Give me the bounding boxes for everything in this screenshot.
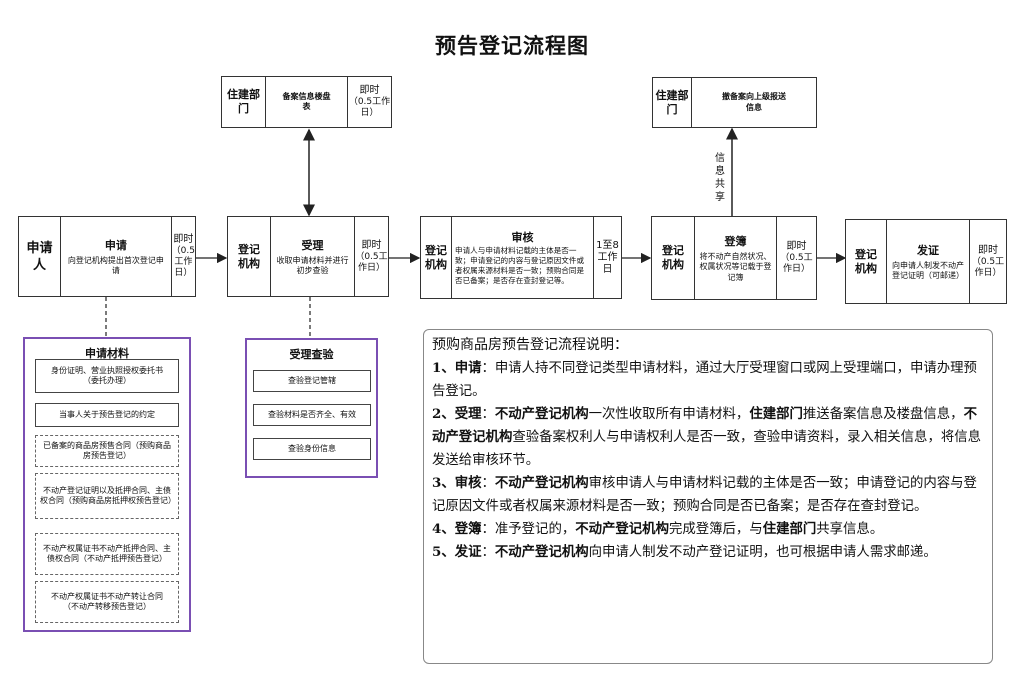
note-text: ：申请人持不同登记类型申请材料，通过大厅受理窗口或网上受理端口，申请办理预告登记… (432, 361, 977, 399)
step-desc: 收取申请材料并进行初步查验 (276, 255, 349, 276)
step-actor: 申请人 (26, 240, 53, 273)
note-bold: 住建部门 (762, 521, 817, 537)
material-item: 当事人关于预告登记的约定 (35, 403, 179, 427)
material-item: 已备案的商品房预售合同（预购商品房预告登记） (35, 435, 179, 467)
note-text: 一次性收取所有申请材料， (588, 407, 750, 422)
step-heading: 发证 (917, 243, 939, 257)
note-text: 审核申请人与申请材料记载的主体是否一致；申请登记的内容与登记原因文件或者权属来源… (432, 476, 977, 514)
check-panel: 受理查验 查验登记管辖 查验材料是否齐全、有效 查验身份信息 (245, 338, 378, 478)
material-item: 不动产权属证书不动产抵押合同、主债权合同（不动产抵押预告登记） (35, 533, 179, 575)
note-label: 1、申请 (432, 360, 482, 376)
note-text: ： (481, 407, 495, 422)
note-text: 查验备案权利人与申请权利人是否一致，查验申请资料，录入相关信息，将信息发送给审核… (432, 430, 982, 468)
step-register: 登记机构 登簿 将不动产自然状况、权属状况等记载于登记簿 即时 （0.5工作日） (651, 216, 817, 300)
note-text: 共享信息。 (816, 522, 884, 537)
step-apply: 申请人 申请 向登记机构提出首次登记申请 即时 （0.5工作日） (18, 216, 196, 297)
step-actor: 登记机构 (855, 247, 877, 275)
housing-dept-box-right: 住建部门 撤备案向上级报送信息 (652, 77, 817, 128)
time-label: （0.5工作日） (355, 251, 388, 273)
time-label: 即时 (361, 239, 382, 251)
housing-desc: 撤备案向上级报送信息 (691, 78, 816, 127)
check-item: 查验材料是否齐全、有效 (253, 404, 371, 426)
step-heading: 受理 (301, 238, 324, 252)
time-label: （0.5工作日） (971, 256, 1005, 278)
step-body: 登簿 将不动产自然状况、权属状况等记载于登记簿 (694, 217, 776, 299)
material-item: 不动产权属证书不动产转让合同（不动产转移预告登记） (35, 581, 179, 623)
note-review: 3、审核：不动产登记机构审核申请人与申请材料记载的主体是否一致；申请登记的内容与… (432, 472, 984, 518)
time-label: 即时 (978, 244, 998, 256)
step-time: 即时 （0.5工作日） (354, 217, 388, 296)
note-text: ： (481, 476, 495, 491)
time-label: （0.5工作日） (348, 97, 391, 118)
process-notes: 预购商品房预告登记流程说明： 1、申请：申请人持不同登记类型申请材料，通过大厅受… (423, 329, 993, 664)
materials-title: 申请材料 (85, 347, 129, 360)
notes-title: 预购商品房预告登记流程说明： (432, 337, 628, 353)
note-label: 5、发证 (432, 544, 482, 560)
note-apply: 1、申请：申请人持不同登记类型申请材料，通过大厅受理窗口或网上受理端口，申请办理… (432, 357, 984, 403)
material-item: 身份证明、营业执照授权委托书（委托办理） (35, 359, 179, 393)
time-label: 即时 (173, 234, 194, 245)
step-time: 1至8 工作日 (593, 217, 621, 298)
material-item: 不动产登记证明以及抵押合同、主债权合同（预购商品房抵押权预告登记） (35, 473, 179, 519)
step-body: 发证 向申请人制发不动产登记证明（可邮递） (886, 220, 969, 303)
step-desc: 申请人与申请材料记载的主体是否一致；申请登记的内容与登记原因文件或者权属来源材料… (455, 246, 585, 285)
step-body: 受理 收取申请材料并进行初步查验 (270, 217, 354, 296)
note-accept: 2、受理：不动产登记机构一次性收取所有申请材料，住建部门推送备案信息及楼盘信息，… (432, 403, 984, 472)
note-bold: 不动产登记机构 (494, 475, 589, 491)
step-actor: 登记机构 (662, 244, 684, 271)
note-label: 2、受理 (432, 406, 482, 422)
time-label: 1至8 (596, 239, 619, 251)
page-title: 预告登记流程图 (435, 34, 589, 58)
note-register: 4、登簿：准予登记的，不动产登记机构完成登簿后，与住建部门共享信息。 (432, 518, 984, 541)
step-desc: 将不动产自然状况、权属状况等记载于登记簿 (699, 251, 772, 282)
step-review: 登记机构 审核 申请人与申请材料记载的主体是否一致；申请登记的内容与登记原因文件… (420, 216, 622, 299)
note-bold: 不动产登记机构 (432, 406, 977, 445)
time-label: 即时 (786, 241, 807, 252)
housing-actor: 住建部门 (655, 88, 689, 116)
step-time: 即时 （0.5工作日） (969, 220, 1006, 303)
note-bold: 不动产登记机构 (494, 544, 589, 560)
step-desc: 向登记机构提出首次登记申请 (67, 255, 164, 276)
materials-panel: 申请材料 身份证明、营业执照授权委托书（委托办理） 当事人关于预告登记的约定 已… (23, 337, 191, 632)
time-label: （0.5工作日） (171, 246, 195, 278)
step-issue: 登记机构 发证 向申请人制发不动产登记证明（可邮递） 即时 （0.5工作日） (845, 219, 1007, 304)
step-time: 即时 （0.5工作日） (776, 217, 816, 299)
note-label: 3、审核 (432, 475, 482, 491)
housing-actor: 住建部门 (227, 88, 260, 115)
housing-time: 即时 （0.5工作日） (347, 77, 391, 127)
step-heading: 申请 (104, 238, 127, 252)
check-title: 受理查验 (289, 348, 334, 361)
note-label: 4、登簿 (432, 521, 482, 537)
note-bold: 住建部门 (749, 406, 803, 422)
step-heading: 审核 (511, 231, 534, 244)
note-text: ： (481, 545, 495, 560)
step-actor: 登记机构 (238, 242, 260, 270)
step-accept: 登记机构 受理 收取申请材料并进行初步查验 即时 （0.5工作日） (227, 216, 389, 297)
note-text: 向申请人制发不动产登记证明，也可根据申请人需求邮递。 (588, 545, 937, 560)
note-text: 推送备案信息及楼盘信息， (802, 407, 964, 422)
note-text: 完成登簿后，与 (668, 522, 763, 537)
note-text: ：准予登记的， (481, 522, 576, 537)
step-body: 审核 申请人与申请材料记载的主体是否一致；申请登记的内容与登记原因文件或者权属来… (451, 217, 593, 298)
housing-desc: 备案信息楼盘表 (265, 77, 347, 127)
step-body: 申请 向登记机构提出首次登记申请 (60, 217, 171, 296)
step-actor: 登记机构 (425, 243, 447, 271)
housing-dept-box-left: 住建部门 备案信息楼盘表 即时 （0.5工作日） (221, 76, 392, 128)
note-bold: 不动产登记机构 (494, 406, 589, 422)
check-item: 查验身份信息 (253, 438, 371, 460)
step-desc: 向申请人制发不动产登记证明（可邮递） (892, 260, 964, 281)
info-share-label: 信息共享 (715, 153, 725, 203)
note-bold: 不动产登记机构 (575, 521, 669, 537)
time-label: 即时 (359, 85, 380, 96)
time-label: （0.5工作日） (780, 253, 813, 274)
check-item: 查验登记管辖 (253, 370, 371, 392)
step-heading: 登簿 (724, 234, 747, 248)
time-label: 工作日 (597, 251, 618, 275)
note-issue: 5、发证：不动产登记机构向申请人制发不动产登记证明，也可根据申请人需求邮递。 (432, 541, 984, 564)
step-time: 即时 （0.5工作日） (170, 217, 195, 296)
